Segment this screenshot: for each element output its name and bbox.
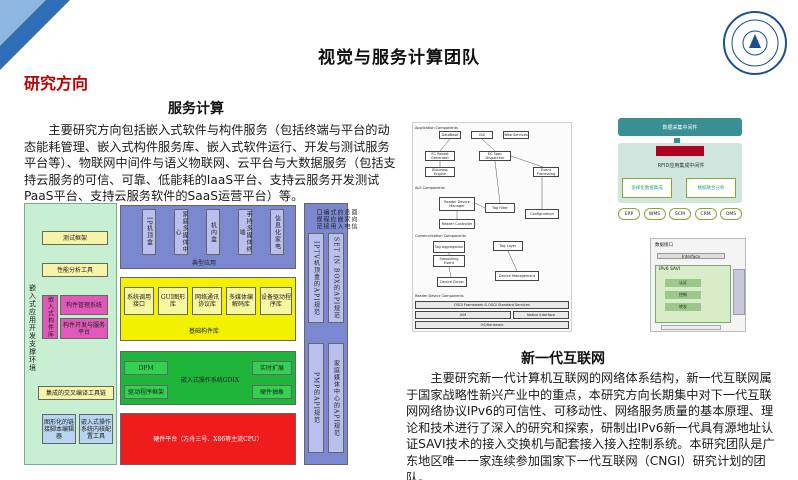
embedded-architecture-diagram: 嵌入式应用开发支撑环境 测试框架 性能分析工具 嵌入式构件库 构件管理系统 构件… (24, 203, 357, 468)
api-spec: SET IN BOX的API规范 (328, 233, 344, 323)
page-title: 视觉与服务计算团队 (318, 48, 480, 68)
os-item: DPM (124, 361, 168, 375)
arch-item: 构件管理系统 (60, 295, 108, 315)
data-integration-diagram: 数据采集中间件 RFID应用集成中间件 多样化数据集成 数据融合分析 ERP W… (616, 118, 744, 226)
arch-item: 构件开发与服务平台 (60, 318, 108, 339)
fig3-middle-label: RFID应用集成中间件 (657, 163, 705, 169)
fig4-label: IPv6 SAVI (659, 267, 681, 272)
arch-item: 嵌入式操作系统内核配置工具 (79, 414, 113, 444)
app-item: 机内盒 (206, 209, 220, 255)
corner-decoration-inner (0, 0, 46, 46)
apps-label: 典型应用 (191, 259, 216, 267)
ipv6-savi-diagram: 数据接口 Interface IPv6 SAVI 认证 控制 转发 (650, 238, 746, 332)
next-gen-internet-paragraph: 主要研究新一代计算机互联网的网络体系结构，新一代互联网属于国家战略性新兴产业中的… (406, 371, 775, 480)
lib-item: 多媒体编解码库 (226, 287, 256, 315)
fig4-row: 控制 (665, 291, 701, 299)
os-item: 硬件抽象 (252, 385, 292, 399)
fig2-box: Web Services (503, 131, 529, 139)
fig3-node: 数据融合分析 (686, 178, 736, 198)
lib-item: GUI图形库 (158, 287, 188, 315)
arch-item: 集成的交叉编译工具链 (38, 386, 114, 400)
fig2-box: Configuration (525, 209, 559, 219)
libs-label: 基础构件库 (188, 327, 219, 335)
fig3-chip: WMS (643, 208, 666, 220)
fig3-top-band: 数据采集中间件 (618, 118, 742, 136)
fig4-side-box (733, 269, 745, 315)
fig3-chip: SCM (669, 208, 691, 220)
arch-item: 嵌入式构件库 (42, 295, 58, 339)
fig4-row: Interface (657, 253, 725, 259)
api-spec: PMP的API规范 (308, 343, 324, 453)
fig2-box: Business Engine (425, 167, 455, 177)
fig3-arrow (674, 138, 680, 143)
fig4-row: 转发 (665, 303, 701, 311)
fig3-chip: OMS (720, 208, 742, 220)
fig4-row: 认证 (665, 279, 701, 287)
university-seal-logo (723, 11, 787, 75)
left-column-title: 嵌入式应用开发支撑环境 (28, 284, 37, 372)
fig2-box: Reader Device Manager (439, 197, 475, 211)
api-spec: 家庭媒体中心的API规范 (328, 343, 344, 453)
fig3-red-block (656, 146, 704, 156)
section-heading: 研究方向 (24, 74, 89, 93)
app-item: IP机顶盒 (142, 209, 156, 255)
lib-item: 设备驱动程序库 (260, 287, 292, 315)
fig3-chip: CRM (694, 208, 717, 220)
fig4-bottom-bar (661, 325, 721, 330)
service-computing-paragraph: 主要研究方向包括嵌入式软件与构件服务（包括终端与平台的动态能耗管理、嵌入式构件服… (24, 123, 396, 204)
fig2-layer-bar: OS/Hardware (415, 321, 569, 329)
fig2-layer-bar: JVM (415, 311, 511, 319)
fig2-layer-bar: Native Interface (513, 311, 569, 319)
fig2-box: Device Driver (437, 277, 467, 287)
arch-item: 测试框架 (42, 231, 108, 245)
fig2-layer-label: Communication Components (415, 233, 466, 238)
hardware-platform: 硬件平台（方舟三号、X86等主流CPU） (120, 413, 296, 465)
os-item: 嵌入式操作系统GDIX (180, 376, 240, 384)
rfid-middleware-diagram: Application Components DataBase GUI Web … (412, 122, 572, 332)
lib-item: 系统调用接口 (124, 287, 154, 315)
fig3-chip: ERP (618, 208, 640, 220)
service-computing-subtitle: 服务计算 (168, 101, 224, 117)
api-spec-title: 面向信息家电的嵌入式应用编程接口规范 (315, 208, 357, 230)
fig3-node: 多样化数据集成 (622, 178, 672, 198)
app-item: 信息化家电 (270, 209, 284, 255)
fig2-box: Event Processing (533, 167, 559, 177)
next-gen-internet-subtitle: 新一代互联网 (521, 351, 605, 367)
fig2-box: Reader Controller (439, 219, 475, 229)
fig2-layer-label: Reader Device Components (415, 293, 464, 298)
fig2-box: EC Spec Dispatcher (479, 151, 511, 161)
fig2-title: Application Components (415, 126, 458, 130)
fig2-box: Smoothing Event (433, 255, 465, 267)
app-item: 家庭多媒体中心 (174, 209, 188, 255)
fig2-box: Tag Layer (493, 241, 523, 251)
fig2-box: EC Report Generator (425, 151, 455, 161)
fig2-layer-label: ALE Components (415, 185, 445, 190)
fig2-box: Device Management (495, 271, 539, 281)
os-item: 实时扩展 (252, 361, 292, 375)
fig2-box: GUI (471, 131, 493, 139)
arch-item: 性能分析工具 (42, 263, 108, 277)
api-spec: IPTV机顶盒的API规范 (308, 233, 324, 323)
arch-item: 图形化的链接脚本编辑器 (42, 414, 76, 444)
app-item: 手持多媒体终端 (238, 209, 252, 255)
fig2-box: Tag Aggregation (433, 241, 465, 253)
fig4-row: 数据接口 (655, 243, 673, 248)
fig2-layer-bar: OSGi Framework & OSGi Standard Services (415, 301, 569, 309)
lib-item: 网络通讯协议库 (192, 287, 222, 315)
os-item: 驱动程序框架 (124, 385, 168, 399)
fig2-box: DataBase (439, 131, 461, 139)
fig2-box: Tag Filter (485, 203, 515, 213)
